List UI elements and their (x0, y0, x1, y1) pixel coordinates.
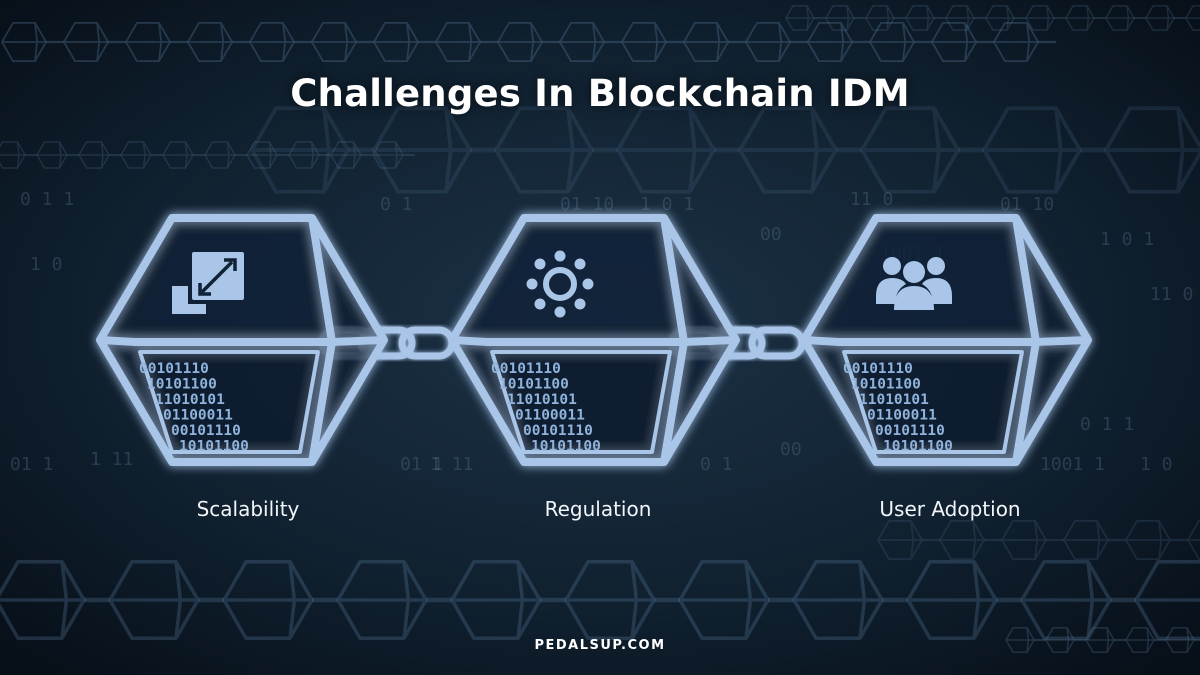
svg-text:1 0: 1 0 (1140, 454, 1173, 475)
svg-text:01 1: 01 1 (10, 454, 53, 475)
svg-text:0 1 1: 0 1 1 (20, 189, 74, 210)
svg-text:1 0: 1 0 (30, 254, 63, 275)
block-scalability (96, 214, 388, 466)
binary-row: 11010101 (507, 392, 577, 408)
svg-text:01 10: 01 10 (1000, 194, 1054, 215)
svg-text:01 1: 01 1 (400, 454, 443, 475)
binary-row: 10101100 (883, 439, 953, 455)
binary-row: 11010101 (155, 392, 225, 408)
binary-row: 10101100 (531, 439, 601, 455)
users-group-icon (876, 257, 952, 310)
svg-text:11 0: 11 0 (1150, 284, 1193, 305)
svg-text:1 11: 1 11 (90, 449, 133, 470)
resize-arrows-icon (172, 252, 244, 314)
block-user-adoption (800, 214, 1092, 466)
binary-row: 00101110 (843, 361, 913, 377)
footer-site-url: PEDALSUP.COM (534, 638, 666, 653)
binary-row: 10101100 (851, 377, 921, 393)
svg-text:00: 00 (760, 224, 782, 245)
svg-text:1001 1: 1001 1 (1040, 454, 1105, 475)
block-regulation (448, 214, 740, 466)
binary-row: 00101110 (491, 361, 561, 377)
binary-row: 10101100 (179, 439, 249, 455)
svg-text:0 1 1: 0 1 1 (1080, 414, 1134, 435)
svg-text:01 10: 01 10 (560, 194, 614, 215)
binary-row: 00101110 (875, 423, 945, 439)
svg-text:1 0 1: 1 0 1 (640, 194, 694, 215)
binary-row: 01100011 (515, 408, 585, 424)
svg-text:11 0: 11 0 (850, 189, 893, 210)
network-circle-icon (526, 250, 594, 318)
binary-row: 10101100 (499, 377, 569, 393)
binary-row: 10101100 (147, 377, 217, 393)
svg-text:0 1: 0 1 (700, 454, 733, 475)
svg-text:0 1: 0 1 (380, 194, 413, 215)
binary-row: 11010101 (859, 392, 929, 408)
page-title: Challenges In Blockchain IDM (290, 72, 910, 115)
block-label-regulation: Regulation (544, 497, 652, 521)
block-label-scalability: Scalability (196, 497, 300, 521)
binary-row: 00101110 (171, 423, 241, 439)
svg-text:1 11: 1 11 (430, 454, 473, 475)
block-label-user-adoption: User Adoption (879, 497, 1021, 521)
binary-row: 01100011 (163, 408, 233, 424)
binary-row: 00101110 (523, 423, 593, 439)
binary-row: 01100011 (867, 408, 937, 424)
svg-text:00: 00 (780, 439, 802, 460)
binary-row: 00101110 (139, 361, 209, 377)
svg-text:1 0 1: 1 0 1 (1100, 229, 1154, 250)
